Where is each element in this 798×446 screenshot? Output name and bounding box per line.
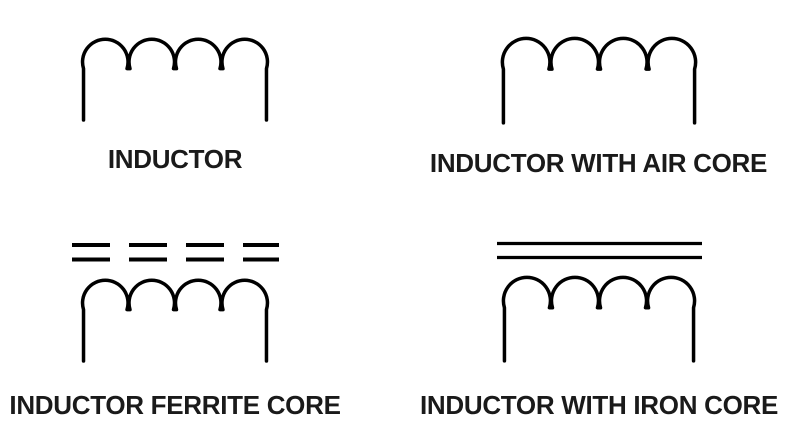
inductor-coil-icon [80,36,270,125]
inductor-coil-icon [501,274,697,366]
symbol-block-inductor-iron-core: INDUCTOR WITH IRON CORE [401,241,797,418]
iron-core-solid-lines-icon [496,241,703,260]
symbol-block-inductor-ferrite-core: INDUCTOR FERRITE CORE [9,242,341,420]
symbol-label-inductor: INDUCTOR [107,144,243,174]
symbol-block-inductor: INDUCTOR [10,36,340,172]
inductor-coil-icon [80,277,270,366]
ferrite-core-dashed-lines-icon [70,242,281,263]
symbol-label-inductor-iron-core: INDUCTOR WITH IRON CORE [419,390,779,420]
symbol-block-inductor-air-core: INDUCTOR WITH AIR CORE [400,35,797,176]
symbol-label-inductor-air-core: INDUCTOR WITH AIR CORE [429,148,768,178]
inductor-coil-icon [500,35,698,128]
symbol-label-inductor-ferrite-core: INDUCTOR FERRITE CORE [9,390,341,420]
